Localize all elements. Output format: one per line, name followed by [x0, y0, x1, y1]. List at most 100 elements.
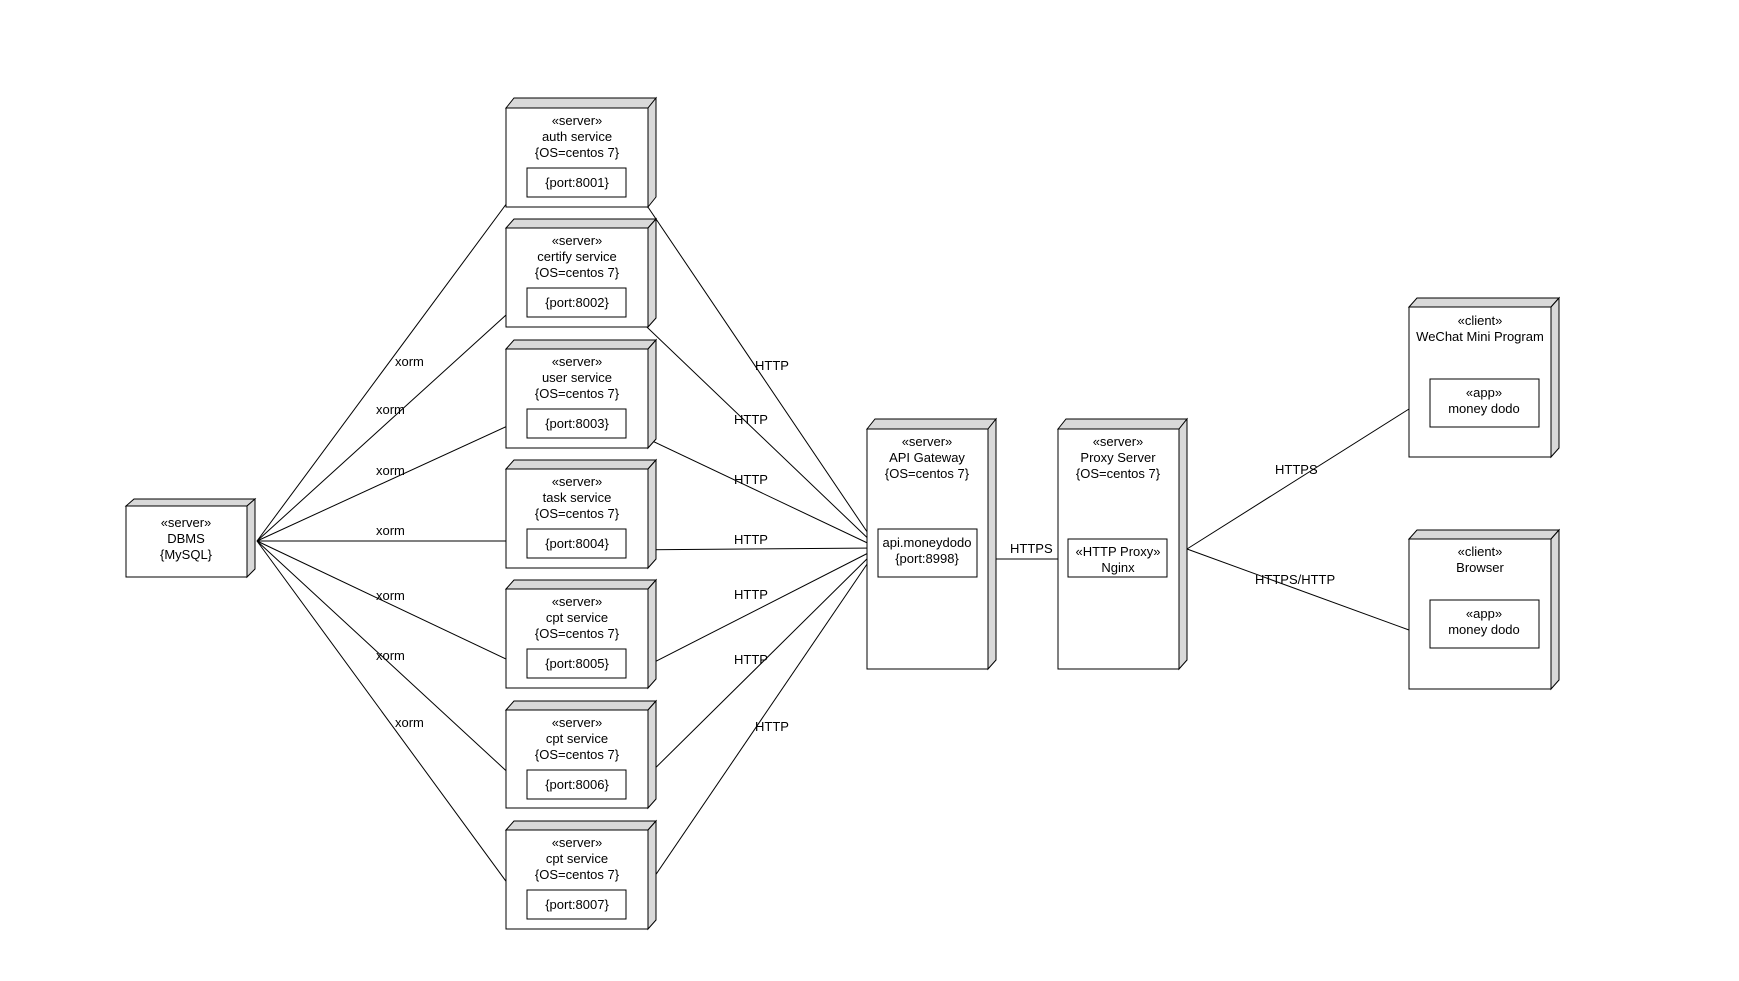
edge-cpt3-gateway — [626, 547, 879, 918]
connectors — [256, 175, 1410, 918]
xorm-label-cpt3: xorm — [395, 715, 424, 730]
browser-app-box[interactable] — [1429, 599, 1540, 649]
cpt3-stereotype: «server» — [552, 835, 603, 850]
edge-user-gateway — [626, 428, 879, 549]
connector-labels: xorm xorm xorm xorm xorm xorm xorm HTTP … — [376, 354, 1335, 734]
certify-port: {port:8002} — [545, 295, 609, 310]
http-label-task: HTTP — [734, 532, 768, 547]
task-prop: {OS=centos 7} — [535, 506, 620, 521]
gateway-inner-host: api.moneydodo — [883, 535, 972, 550]
http-label-certify: HTTP — [734, 412, 768, 427]
edge-dbms-user — [256, 416, 528, 542]
cpt3-name: cpt service — [546, 851, 608, 866]
wechat-app-stereotype: «app» — [1466, 385, 1502, 400]
dbms-prop: {MySQL} — [160, 547, 213, 562]
proxy-inner-name: Nginx — [1101, 560, 1135, 575]
http-label-cpt2: HTTP — [734, 652, 768, 667]
edge-auth-gateway — [626, 175, 879, 549]
auth-prop: {OS=centos 7} — [535, 145, 620, 160]
node-wechat-client[interactable]: «client» WeChat Mini Program «app» money… — [1407, 296, 1561, 459]
node-cpt-service-1[interactable]: «server» cpt service {OS=centos 7} {port… — [504, 578, 658, 690]
user-port: {port:8003} — [545, 416, 609, 431]
edge-cpt2-gateway — [626, 547, 879, 797]
proxy-prop: {OS=centos 7} — [1076, 466, 1161, 481]
proxy-inner-box[interactable] — [1067, 538, 1168, 578]
wechat-name: WeChat Mini Program — [1416, 329, 1544, 344]
wechat-app-name: money dodo — [1448, 401, 1520, 416]
user-port-box[interactable] — [526, 408, 627, 439]
gateway-prop: {OS=centos 7} — [885, 466, 970, 481]
wechat-app-box[interactable] — [1429, 378, 1540, 428]
dbms-stereotype: «server» — [161, 515, 212, 530]
edge-cpt1-gateway — [626, 547, 879, 677]
cpt2-prop: {OS=centos 7} — [535, 747, 620, 762]
browser-app-name: money dodo — [1448, 622, 1520, 637]
node-api-gateway[interactable]: «server» API Gateway {OS=centos 7} api.m… — [865, 417, 998, 671]
browser-name: Browser — [1456, 560, 1504, 575]
auth-port: {port:8001} — [545, 175, 609, 190]
http-label-user: HTTP — [734, 472, 768, 487]
cpt1-stereotype: «server» — [552, 594, 603, 609]
dbms-name: DBMS — [167, 531, 205, 546]
edge-task-gateway — [626, 547, 879, 551]
user-prop: {OS=centos 7} — [535, 386, 620, 401]
edge-certify-gateway — [626, 307, 879, 549]
node-certify-service[interactable]: «server» certify service {OS=centos 7} {… — [504, 217, 658, 329]
xorm-label-certify: xorm — [376, 402, 405, 417]
edge-proxy-wechat — [1186, 408, 1410, 550]
certify-port-box[interactable] — [526, 287, 627, 318]
wechat-stereotype: «client» — [1458, 313, 1503, 328]
xorm-label-user: xorm — [376, 463, 405, 478]
browser-app-stereotype: «app» — [1466, 606, 1502, 621]
task-port: {port:8004} — [545, 536, 609, 551]
node-auth-service[interactable]: «server» auth service {OS=centos 7} {por… — [504, 96, 658, 209]
cpt1-port-box[interactable] — [526, 648, 627, 679]
xorm-label-cpt1: xorm — [376, 588, 405, 603]
gateway-inner-port: {port:8998} — [895, 551, 959, 566]
gateway-inner-box[interactable] — [877, 528, 978, 578]
cpt1-port: {port:8005} — [545, 656, 609, 671]
xorm-label-cpt2: xorm — [376, 648, 405, 663]
cpt2-port: {port:8006} — [545, 777, 609, 792]
cpt2-stereotype: «server» — [552, 715, 603, 730]
cpt2-port-box[interactable] — [526, 769, 627, 800]
node-task-service[interactable]: «server» task service {OS=centos 7} {por… — [504, 458, 658, 570]
cpt3-port-box[interactable] — [526, 889, 627, 920]
auth-port-box[interactable] — [526, 167, 627, 198]
task-port-box[interactable] — [526, 528, 627, 559]
auth-stereotype: «server» — [552, 113, 603, 128]
edge-dbms-certify — [256, 295, 528, 542]
user-stereotype: «server» — [552, 354, 603, 369]
proxy-inner-stereotype: «HTTP Proxy» — [1075, 544, 1160, 559]
node-cpt-service-3[interactable]: «server» cpt service {OS=centos 7} {port… — [504, 819, 658, 931]
proxy-stereotype: «server» — [1093, 434, 1144, 449]
https-label-wechat: HTTPS — [1275, 462, 1318, 477]
http-label-cpt1: HTTP — [734, 587, 768, 602]
certify-stereotype: «server» — [552, 233, 603, 248]
xorm-label-auth: xorm — [395, 354, 424, 369]
edge-dbms-cpt3 — [256, 540, 528, 911]
gateway-stereotype: «server» — [902, 434, 953, 449]
certify-name: certify service — [537, 249, 616, 264]
certify-prop: {OS=centos 7} — [535, 265, 620, 280]
xorm-label-task: xorm — [376, 523, 405, 538]
edge-dbms-cpt1 — [256, 540, 528, 670]
cpt2-name: cpt service — [546, 731, 608, 746]
node-browser-client[interactable]: «client» Browser «app» money dodo — [1407, 528, 1561, 691]
node-cpt-service-2[interactable]: «server» cpt service {OS=centos 7} {port… — [504, 699, 658, 810]
edge-dbms-auth — [256, 175, 528, 542]
task-stereotype: «server» — [552, 474, 603, 489]
auth-name: auth service — [542, 129, 612, 144]
cpt3-port: {port:8007} — [545, 897, 609, 912]
proxy-name: Proxy Server — [1080, 450, 1156, 465]
node-user-service[interactable]: «server» user service {OS=centos 7} {por… — [504, 338, 658, 450]
https-label-gateway-proxy: HTTPS — [1010, 541, 1053, 556]
edge-dbms-cpt2 — [256, 540, 528, 791]
user-name: user service — [542, 370, 612, 385]
browser-stereotype: «client» — [1458, 544, 1503, 559]
http-label-cpt3: HTTP — [755, 719, 789, 734]
http-label-auth: HTTP — [755, 358, 789, 373]
node-dbms[interactable]: «server» DBMS {MySQL} — [124, 497, 257, 579]
node-proxy-server[interactable]: «server» Proxy Server {OS=centos 7} «HTT… — [1056, 417, 1189, 671]
